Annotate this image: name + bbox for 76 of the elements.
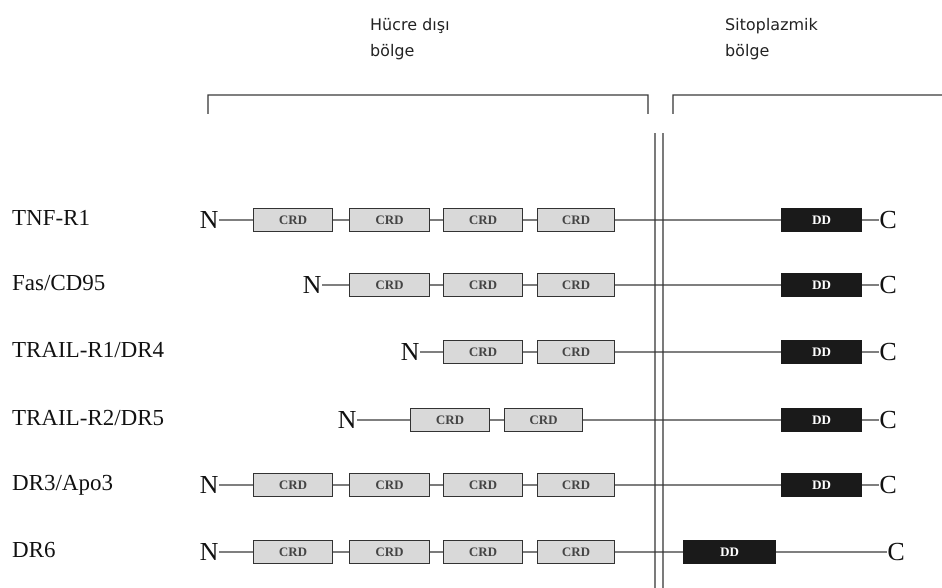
connector-line (357, 419, 410, 421)
region-heading: Sitoplazmik bölge (725, 14, 819, 62)
terminus-label: N (196, 204, 222, 236)
connector-line (615, 484, 781, 486)
crd-domain-box: CRD (537, 208, 615, 232)
death-domain-box: DD (781, 273, 862, 297)
crd-domain-box: CRD (504, 408, 583, 432)
connector-line (862, 219, 879, 221)
connector-line (430, 284, 443, 286)
terminus-label: N (334, 404, 360, 436)
connector-line (862, 419, 879, 421)
connector-line (862, 484, 879, 486)
crd-domain-box: CRD (537, 473, 615, 497)
crd-domain-box: CRD (253, 473, 333, 497)
connector-line (523, 284, 537, 286)
terminus-label: N (196, 469, 222, 501)
connector-line (333, 551, 349, 553)
terminus-label: C (876, 469, 900, 501)
connector-line (430, 484, 443, 486)
crd-domain-box: CRD (443, 340, 523, 364)
crd-domain-box: CRD (349, 540, 430, 564)
connector-line (862, 351, 879, 353)
connector-line (615, 551, 683, 553)
receptor-name: TNF-R1 (12, 205, 90, 231)
connector-line (523, 484, 537, 486)
connector-line (430, 219, 443, 221)
connector-line (333, 484, 349, 486)
connector-line (776, 551, 887, 553)
crd-domain-box: CRD (443, 273, 523, 297)
connector-line (583, 419, 781, 421)
connector-line (219, 484, 253, 486)
connector-line (219, 219, 253, 221)
connector-line (219, 551, 253, 553)
crd-domain-box: CRD (253, 540, 333, 564)
death-domain-box: DD (683, 540, 776, 564)
death-domain-box: DD (781, 473, 862, 497)
terminus-label: C (876, 204, 900, 236)
crd-domain-box: CRD (410, 408, 490, 432)
terminus-label: C (876, 336, 900, 368)
death-domain-box: DD (781, 340, 862, 364)
connector-line (615, 219, 781, 221)
crd-domain-box: CRD (349, 208, 430, 232)
death-domain-box: DD (781, 208, 862, 232)
crd-domain-box: CRD (443, 540, 523, 564)
region-heading: Hücre dışı bölge (370, 14, 451, 62)
crd-domain-box: CRD (253, 208, 333, 232)
connector-line (322, 284, 349, 286)
connector-line (523, 219, 537, 221)
receptor-name: TRAIL-R1/DR4 (12, 337, 164, 363)
crd-domain-box: CRD (537, 273, 615, 297)
crd-domain-box: CRD (537, 540, 615, 564)
terminus-label: N (299, 269, 325, 301)
connector-line (615, 351, 781, 353)
connector-line (862, 284, 879, 286)
terminus-label: C (876, 269, 900, 301)
connector-line (430, 551, 443, 553)
crd-domain-box: CRD (537, 340, 615, 364)
terminus-label: N (397, 336, 423, 368)
connector-line (420, 351, 443, 353)
connector-line (615, 284, 781, 286)
connector-line (490, 419, 504, 421)
crd-domain-box: CRD (443, 208, 523, 232)
receptor-name: TRAIL-R2/DR5 (12, 405, 164, 431)
death-domain-box: DD (781, 408, 862, 432)
connector-line (333, 219, 349, 221)
connector-line (523, 551, 537, 553)
connector-line (523, 351, 537, 353)
receptor-name: DR6 (12, 537, 56, 563)
terminus-label: C (884, 536, 908, 568)
receptor-name: DR3/Apo3 (12, 470, 113, 496)
terminus-label: C (876, 404, 900, 436)
crd-domain-box: CRD (349, 273, 430, 297)
terminus-label: N (196, 536, 222, 568)
crd-domain-box: CRD (443, 473, 523, 497)
receptor-name: Fas/CD95 (12, 270, 106, 296)
crd-domain-box: CRD (349, 473, 430, 497)
